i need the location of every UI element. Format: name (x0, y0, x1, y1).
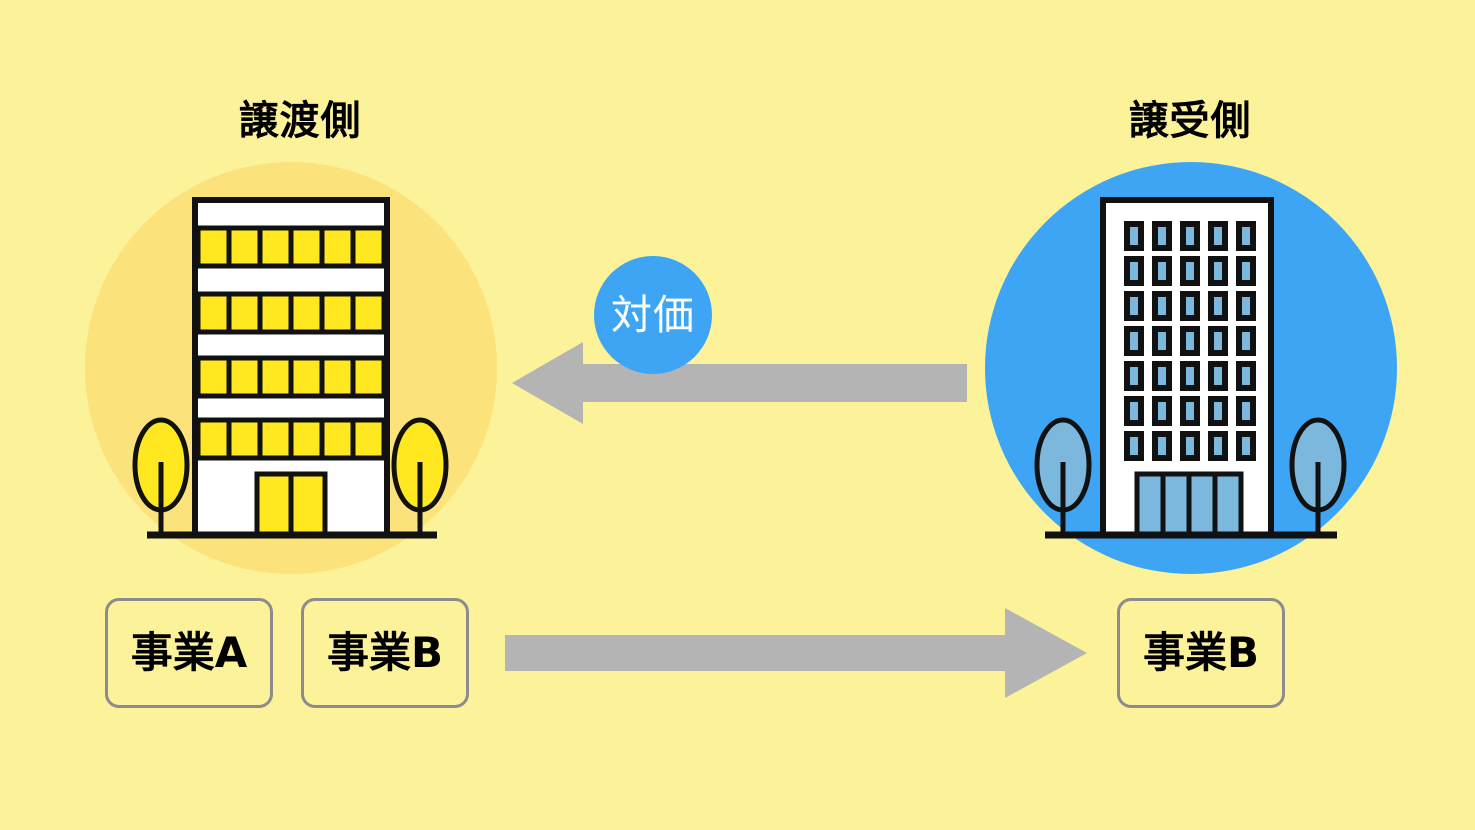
window-band-2 (195, 291, 387, 335)
consideration-arrow (505, 338, 967, 430)
window-grid (1124, 221, 1256, 461)
business-b-box-transferee: 事業B (1117, 598, 1285, 708)
business-a-label: 事業A (130, 628, 248, 677)
window-band-4 (195, 417, 387, 461)
consideration-badge: 対価 (594, 256, 712, 374)
building-body (1100, 197, 1274, 538)
entrance-door (254, 471, 328, 538)
transferee-building-illustration (985, 162, 1397, 574)
transferor-building-illustration (85, 162, 497, 574)
tree-right-1 (1034, 417, 1092, 534)
tree-left-2 (391, 417, 449, 534)
building-body (192, 197, 390, 538)
transferor-title: 譲渡側 (238, 98, 362, 144)
business-b-transferred-label: 事業B (1142, 628, 1259, 677)
business-transfer-arrow (505, 600, 1093, 712)
business-b-label: 事業B (326, 628, 443, 677)
window-band-1 (195, 225, 387, 269)
window-band-3 (195, 355, 387, 399)
tree-right-2 (1289, 417, 1347, 534)
consideration-badge-label: 対価 (611, 290, 695, 339)
entrance-panels (1134, 471, 1244, 538)
transferee-title: 譲受側 (1128, 98, 1252, 144)
business-b-box-transferor: 事業B (301, 598, 469, 708)
business-a-box: 事業A (105, 598, 273, 708)
tree-left-1 (132, 417, 190, 534)
